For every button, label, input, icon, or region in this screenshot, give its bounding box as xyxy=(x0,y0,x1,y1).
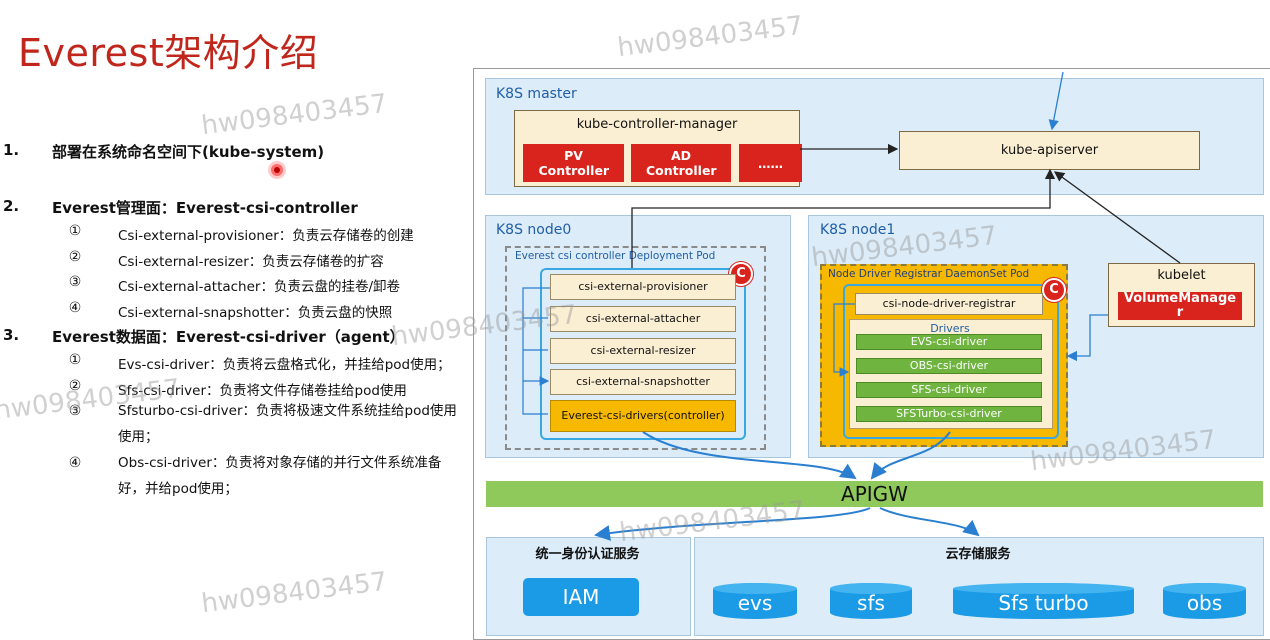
k8s-node1-label: K8S node1 xyxy=(820,222,896,238)
section-3-title: Everest数据面：Everest-csi-driver（agent） xyxy=(52,328,405,346)
csi-external-attacher-box: csi-external-attacher xyxy=(550,306,736,332)
node1-pod-label: Node Driver Registrar DaemonSet Pod xyxy=(828,268,1030,280)
csi-external-provisioner-box: csi-external-provisioner xyxy=(550,274,736,300)
section-2-number: 2. xyxy=(3,197,20,215)
more-controllers-label: …… xyxy=(758,155,783,171)
section-1-title: 部署在系统命名空间下(kube-system) xyxy=(52,143,325,161)
sfs-csi-driver-box: SFS-csi-driver xyxy=(856,382,1042,398)
list-item-text: Evs-csi-driver：负责将云盘格式化，并挂给pod使用； xyxy=(118,357,451,373)
node0-to-apigw-arrow xyxy=(642,431,857,480)
ad-controller: AD Controller xyxy=(631,144,731,182)
pv-controller-label: PV Controller xyxy=(538,148,610,178)
controller-pod-label: Everest csi controller Deployment Pod xyxy=(515,250,716,262)
csi-external-snapshotter-box: csi-external-snapshotter xyxy=(550,369,736,395)
section-2-title: Everest管理面：Everest-csi-controller xyxy=(52,199,358,217)
external-to-apiserver-arrow xyxy=(1048,71,1064,131)
ad-controller-label: AD Controller xyxy=(646,148,717,178)
list-item-number: ① xyxy=(68,223,82,239)
container-badge-icon: C xyxy=(1042,278,1066,302)
list-item-number: ③ xyxy=(68,403,82,419)
sfs-label: sfs xyxy=(857,591,885,615)
k8s-node0-label: K8S node0 xyxy=(496,222,572,238)
evs-csi-driver-box: EVS-csi-driver xyxy=(856,334,1042,350)
list-item-number: ④ xyxy=(68,300,82,316)
evs-label: evs xyxy=(737,591,773,615)
list-item-text: Csi-external-resizer：负责云存储卷的扩容 xyxy=(118,254,384,270)
iam-section-label: 统一身份认证服务 xyxy=(535,547,640,562)
list-item-number: ③ xyxy=(68,274,82,290)
volume-manager-label: VolumeManager xyxy=(1123,291,1237,320)
storage-section-label: 云存储服务 xyxy=(945,547,1011,562)
mouse-pointer-indicator xyxy=(271,164,283,176)
list-item-number: ④ xyxy=(68,455,82,471)
k8s-master-label: K8S master xyxy=(496,86,577,102)
kube-controller-manager-label: kube-controller-manager xyxy=(576,117,738,132)
node0-bracket xyxy=(522,287,550,415)
controller-deployment-pod xyxy=(505,246,766,450)
node0-to-apiserver-arrow xyxy=(631,168,1056,268)
csi-external-resizer-box: csi-external-resizer xyxy=(550,338,736,364)
apigw-to-storage-arrow xyxy=(879,507,980,537)
apigw-to-iam-arrow xyxy=(594,507,871,541)
node0-bracket-arrows xyxy=(523,317,548,381)
obs-cylinder: obs xyxy=(1163,583,1246,619)
list-item-text: Obs-csi-driver：负责将对象存储的并行文件系统准备好，并给pod使用… xyxy=(118,455,442,497)
obs-csi-driver-box: OBS-csi-driver xyxy=(856,358,1042,374)
csi-node-driver-registrar-box: csi-node-driver-registrar xyxy=(855,293,1043,315)
list-item-number: ② xyxy=(68,249,82,265)
list-item-number: ② xyxy=(68,378,82,394)
more-controllers: …… xyxy=(739,144,802,182)
list-item-text: Csi-external-provisioner：负责云存储卷的创建 xyxy=(118,228,414,244)
section-3-number: 3. xyxy=(3,326,20,344)
kubelet-label: kubelet xyxy=(1157,268,1206,283)
list-item-number: ① xyxy=(68,352,82,368)
section-1-number: 1. xyxy=(3,141,20,159)
list-item-text: Csi-external-attacher：负责云盘的挂卷/卸卷 xyxy=(118,279,401,295)
sfsturbo-csi-driver-box: SFSTurbo-csi-driver xyxy=(856,406,1042,422)
node1-bracket xyxy=(833,303,855,377)
apigw-bar: APIGW xyxy=(486,481,1263,507)
iam-service: IAM xyxy=(523,578,639,616)
everest-csi-drivers-controller-box: Everest-csi-drivers(controller) xyxy=(550,400,736,432)
kubelet-to-drivers-arrow xyxy=(1066,314,1108,362)
evs-cylinder: evs xyxy=(713,583,797,619)
page-title: Everest架构介绍 xyxy=(18,31,319,75)
sfs-turbo-cylinder: Sfs turbo xyxy=(953,583,1134,619)
sfs-turbo-label: Sfs turbo xyxy=(998,591,1089,615)
sfs-cylinder: sfs xyxy=(830,583,912,619)
drivers-label: Drivers xyxy=(930,322,970,335)
list-item-text: Sfsturbo-csi-driver：负责将极速文件系统挂给pod使用使用； xyxy=(118,403,457,445)
volume-manager-box: VolumeManager xyxy=(1118,292,1242,320)
obs-label: obs xyxy=(1186,591,1223,615)
controller-pod-frame xyxy=(540,268,746,440)
list-item-text: Sfs-csi-driver：负责将文件存储卷挂给pod使用 xyxy=(118,383,407,399)
kube-apiserver-box: kube-apiserver xyxy=(899,131,1200,170)
pv-controller: PV Controller xyxy=(523,144,624,182)
node1-to-apigw-arrow xyxy=(870,431,951,480)
kubelet-to-apiserver-arrow xyxy=(1053,171,1181,264)
list-item-text: Csi-external-snapshotter：负责云盘的快照 xyxy=(118,305,393,321)
